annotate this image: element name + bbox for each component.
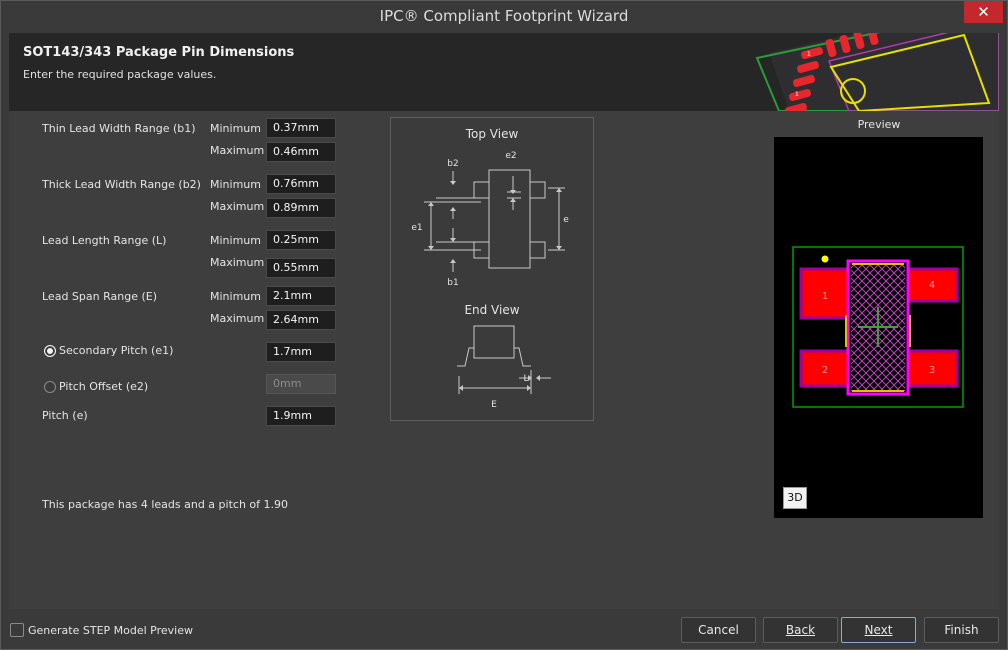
pad-label: 1 [822,291,828,302]
title-bar: IPC® Compliant Footprint Wizard ✕ [1,1,1007,31]
cancel-button[interactable]: Cancel [681,617,756,643]
lead-length-label: Lead Length Range (L) [42,234,167,247]
pitch-label: Pitch (e) [42,409,88,422]
thick-lead-min-label: Minimum [210,178,261,191]
pad-label: 4 [929,280,935,291]
thin-lead-max-field[interactable]: 0.46mm [266,142,336,162]
next-button-label: Next [864,623,893,637]
lead-span-label: Lead Span Range (E) [42,290,157,303]
lead-span-max-label: Maximum [210,312,265,325]
thick-lead-max-label: Maximum [210,200,265,213]
thick-lead-label: Thick Lead Width Range (b2) [42,178,201,191]
courtyard-outline [792,246,964,408]
lead-span-min-field[interactable]: 2.1mm [266,286,336,306]
header-pad-label: 1 [795,91,799,98]
close-button[interactable]: ✕ [964,1,1003,23]
thin-lead-min-field[interactable]: 0.37mm [266,118,336,138]
dimension-diagram: Top View End View [390,117,594,421]
page-title: SOT143/343 Package Pin Dimensions [23,45,295,60]
main-content: Thin Lead Width Range (b1) Minimum 0.37m… [9,111,999,609]
3d-toggle-button[interactable]: 3D [783,487,807,509]
pitch-offset-radio[interactable] [44,381,56,393]
footprint-preview[interactable]: 1 2 3 4 3D [774,137,983,518]
lead-length-min-label: Minimum [210,234,261,247]
dimension-diagram-svg: Top View End View [411,127,569,410]
lead-length-max-field[interactable]: 0.55mm [266,258,336,278]
pitch-field[interactable]: 1.9mm [266,406,336,426]
lead-length-min-field[interactable]: 0.25mm [266,230,336,250]
preview-label: Preview [857,118,901,131]
secondary-pitch-label[interactable]: Secondary Pitch (e1) [59,344,174,357]
pad-label: 3 [929,365,935,376]
back-button-label: Back [785,623,816,637]
pad-3 [905,349,959,388]
page-header: SOT143/343 Package Pin Dimensions Enter … [9,33,999,111]
thin-lead-label: Thin Lead Width Range (b1) [42,122,196,135]
footprint-preview-svg: 1 2 3 4 [792,246,964,408]
lead-span-min-label: Minimum [210,290,261,303]
finish-button[interactable]: Finish [924,617,999,643]
label-E: E [491,400,497,410]
label-e: e [563,215,569,225]
page-subtitle: Enter the required package values. [23,68,217,81]
end-view-label: End View [464,303,519,317]
pitch-offset-label[interactable]: Pitch Offset (e2) [59,380,149,393]
header-pad-label: 1 [807,51,811,58]
lead-length-max-label: Maximum [210,256,265,269]
next-button[interactable]: Next [841,617,916,643]
secondary-pitch-field[interactable]: 1.7mm [266,342,336,362]
lead-span-max-field[interactable]: 2.64mm [266,310,336,330]
label-e1: e1 [411,223,422,233]
thick-lead-max-field[interactable]: 0.89mm [266,198,336,218]
pad-label: 2 [822,365,828,376]
label-L: L [523,374,528,384]
window-title: IPC® Compliant Footprint Wizard [379,7,629,25]
step-preview-checkbox[interactable] [10,623,24,637]
label-e2: e2 [505,151,516,161]
footer-bar: Generate STEP Model Preview Cancel Back … [1,611,1007,649]
back-button[interactable]: Back [763,617,838,643]
thick-lead-min-field[interactable]: 0.76mm [266,174,336,194]
label-b2: b2 [447,159,458,169]
thin-lead-max-label: Maximum [210,144,265,157]
top-view-label: Top View [465,127,519,141]
thin-lead-min-label: Minimum [210,122,261,135]
summary-text: This package has 4 leads and a pitch of … [42,498,289,511]
step-preview-label[interactable]: Generate STEP Model Preview [28,624,193,637]
pitch-offset-field[interactable]: 0mm [266,374,336,394]
pin1-marker [821,255,829,263]
label-b1: b1 [447,278,458,288]
header-pcb-illustration: 1 1 [749,33,999,111]
secondary-pitch-radio[interactable] [44,345,56,357]
